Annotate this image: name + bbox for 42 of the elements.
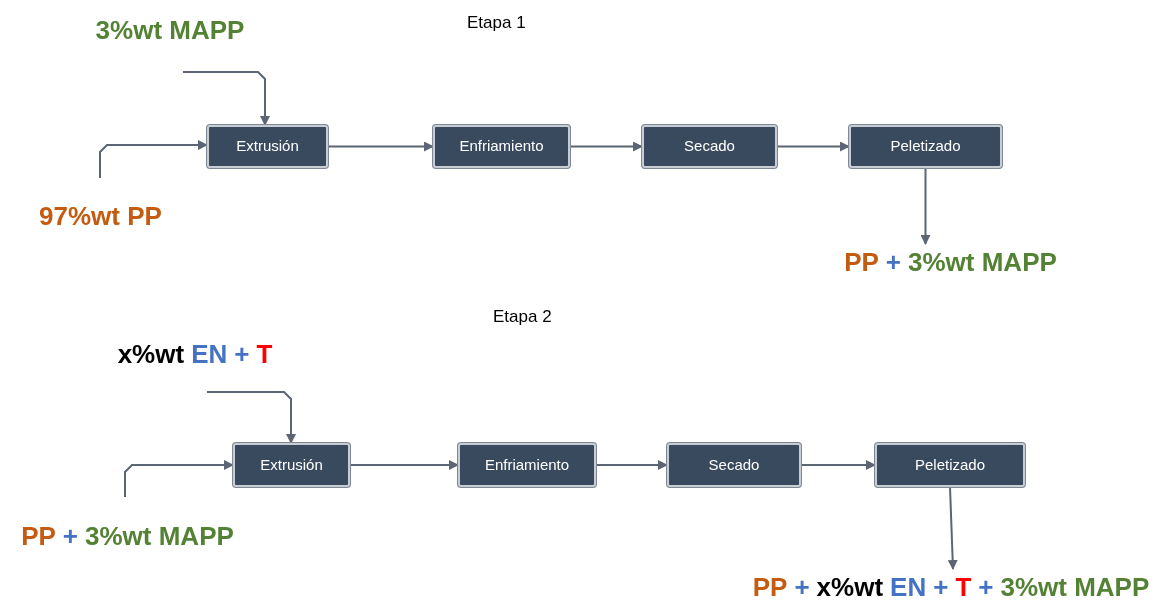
stage-title: Etapa 1	[467, 12, 526, 34]
stage-title: Etapa 2	[493, 306, 552, 328]
material-label: EN	[890, 570, 927, 604]
process-box: Peletizado	[849, 125, 1002, 168]
arrow	[182, 71, 270, 126]
arrow	[800, 460, 876, 470]
material-label: +	[794, 570, 810, 604]
material-label: 97%wt PP	[39, 199, 162, 233]
material-label: +	[978, 570, 994, 604]
arrow	[595, 460, 668, 470]
process-box: Extrusión	[207, 125, 328, 168]
material-label: +	[62, 519, 79, 553]
material-label: 3%wt MAPP	[908, 245, 1057, 279]
material-label: PP	[21, 519, 56, 553]
process-box: Secado	[667, 443, 801, 487]
material-label: +	[234, 337, 250, 371]
material-label: +	[885, 245, 902, 279]
material-label: x%wt	[117, 337, 185, 371]
arrow	[349, 460, 459, 470]
material-label: 3%wt MAPP	[1000, 570, 1150, 604]
material-label: 3%wt MAPP	[85, 519, 234, 553]
material-label: PP	[844, 245, 879, 279]
process-box: Secado	[642, 125, 777, 168]
material-label: T	[955, 570, 972, 604]
material-label: x%wt	[816, 570, 884, 604]
arrow	[124, 460, 234, 498]
material-label: 3%wt MAPP	[95, 13, 245, 47]
process-box: Extrusión	[233, 443, 350, 487]
material-label: +	[933, 570, 949, 604]
process-box: Enfriamiento	[433, 125, 570, 168]
arrow	[99, 140, 208, 179]
arrow	[327, 141, 434, 152]
process-box: Enfriamiento	[458, 443, 596, 487]
material-label: EN	[191, 337, 228, 371]
arrow	[776, 141, 850, 152]
arrow	[569, 141, 643, 152]
arrow	[920, 167, 931, 245]
process-box: Peletizado	[875, 443, 1025, 487]
arrow	[947, 486, 958, 570]
arrow	[206, 391, 296, 444]
material-label: PP	[752, 570, 788, 604]
material-label: T	[256, 337, 273, 371]
